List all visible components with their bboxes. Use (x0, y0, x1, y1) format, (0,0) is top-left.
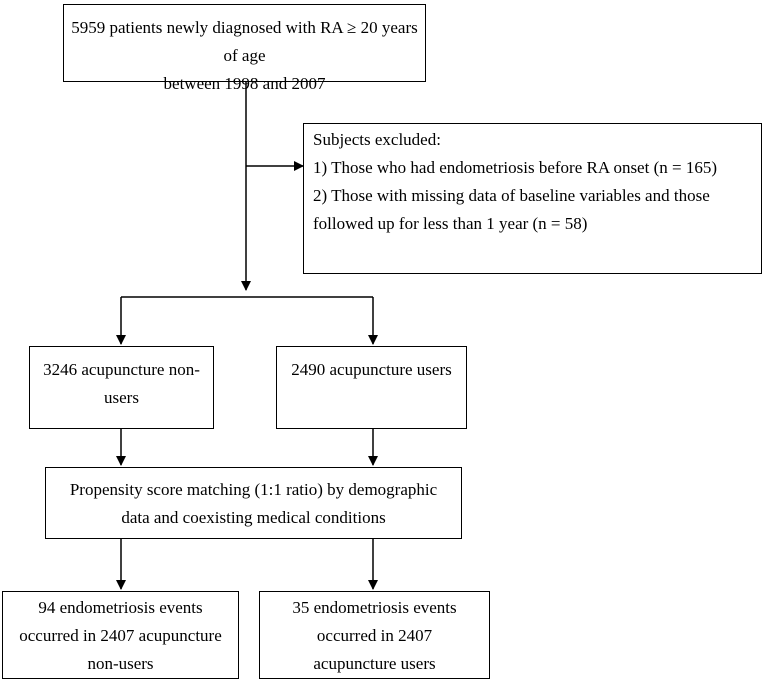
node-start: 5959 patients newly diagnosed with RA ≥ … (63, 4, 426, 93)
node-excluded: Subjects excluded: 1) Those who had endo… (303, 123, 762, 274)
node-events-users-line-1: 35 endometriosis events (292, 598, 457, 617)
node-events-users-line-3: acupuncture users (313, 654, 436, 673)
node-matching: Propensity score matching (1:1 ratio) by… (45, 467, 462, 539)
node-events-non-users: 94 endometriosis events occurred in 2407… (2, 591, 239, 679)
node-users: 2490 acupuncture users (276, 346, 467, 429)
node-events-users: 35 endometriosis events occurred in 2407… (259, 591, 490, 679)
node-non-users-line-1: 3246 acupuncture non- (43, 360, 200, 379)
node-excluded-line-4: followed up for less than 1 year (n = 58… (313, 214, 588, 233)
node-events-non-users-line-2: occurred in 2407 acupuncture (19, 626, 222, 645)
node-excluded-line-1: Subjects excluded: (313, 130, 441, 149)
node-non-users: 3246 acupuncture non- users (29, 346, 214, 429)
node-events-non-users-line-3: non-users (87, 654, 154, 673)
node-excluded-line-3: 2) Those with missing data of baseline v… (313, 186, 710, 205)
node-events-users-line-2: occurred in 2407 (316, 626, 433, 645)
node-matching-line-1: Propensity score matching (1:1 ratio) by… (69, 480, 438, 499)
node-excluded-line-2: 1) Those who had endometriosis before RA… (313, 158, 717, 177)
node-events-non-users-line-1: 94 endometriosis events (38, 598, 203, 617)
node-start-line-2: between 1998 and 2007 (163, 74, 326, 93)
node-users-line-1: 2490 acupuncture users (291, 360, 452, 379)
node-start-line-1: 5959 patients newly diagnosed with RA ≥ … (71, 18, 418, 65)
node-non-users-line-2: users (104, 388, 139, 407)
node-matching-line-2: data and coexisting medical conditions (121, 508, 386, 527)
